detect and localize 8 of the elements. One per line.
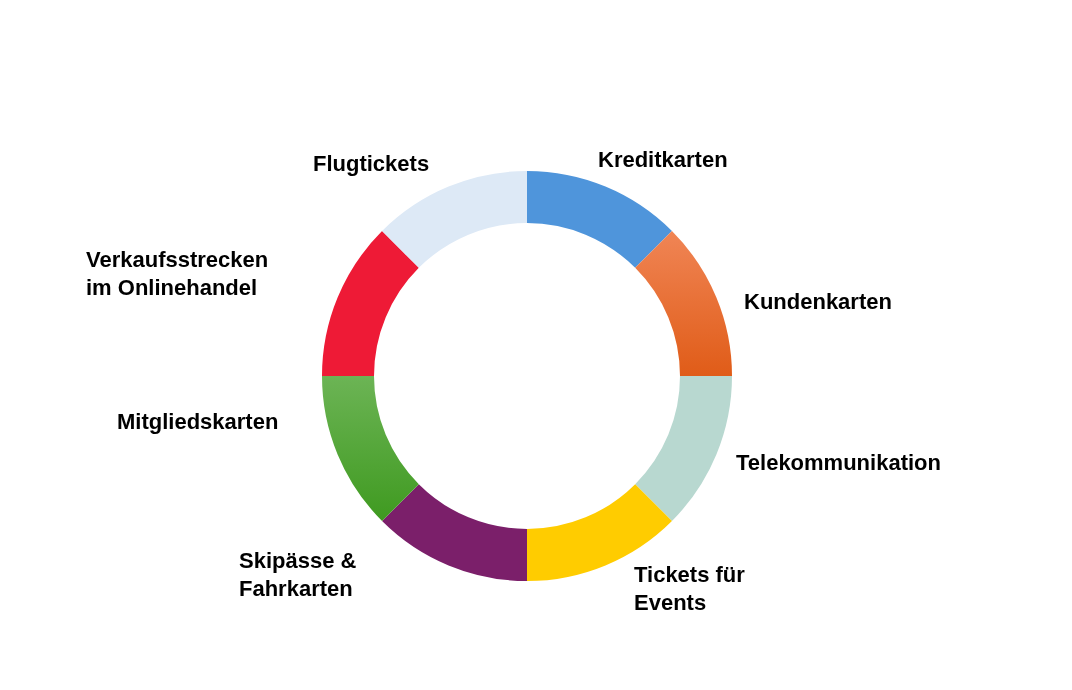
- segment-label: Mitgliedskarten: [117, 408, 337, 436]
- segment-label: Skipässe & Fahrkarten: [239, 547, 399, 603]
- segment-label: Verkaufsstrecken im Onlinehandel: [86, 246, 286, 302]
- segment-label: Flugtickets: [313, 150, 473, 178]
- segment-label: Tickets für Events: [634, 561, 784, 617]
- segment-label: Kreditkarten: [598, 146, 798, 174]
- segment-label: Kundenkarten: [744, 288, 944, 316]
- segment-label: Telekommunikation: [736, 449, 996, 477]
